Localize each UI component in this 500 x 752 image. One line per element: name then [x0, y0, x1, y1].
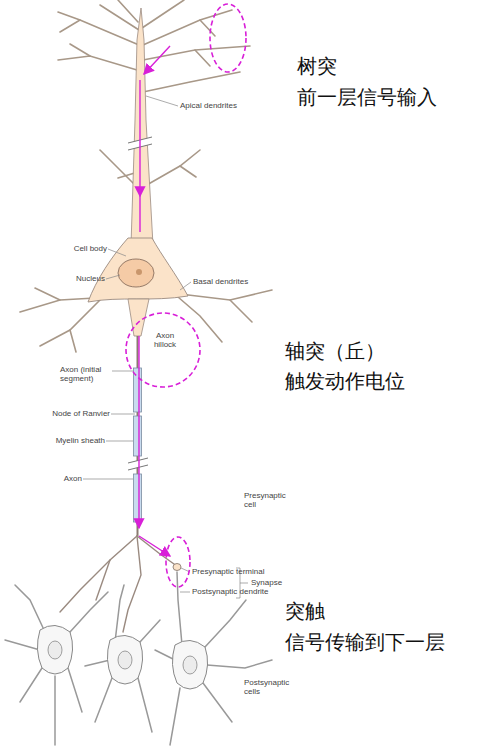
postsynaptic-nucleus: [48, 641, 197, 674]
apical-dendrite-branches: [58, 0, 250, 190]
part-label: Presynaptic cell: [244, 491, 292, 509]
part-label: Apical dendrites: [180, 101, 237, 110]
myelin-segments: [134, 368, 142, 522]
annotation-text: 前一层信号输入: [297, 86, 437, 109]
nucleolus: [136, 269, 142, 275]
annotation-heading: 轴突（丘）: [285, 340, 385, 363]
signal-arrow: [139, 46, 170, 556]
part-label: Nucleus: [45, 274, 105, 283]
break-mark: [128, 458, 148, 470]
highlight-ellipse: [126, 4, 246, 587]
part-label: Presynaptic terminal: [192, 567, 264, 576]
leader-lines: [83, 96, 248, 598]
part-label: Cell body: [47, 244, 107, 253]
part-label: Myelin sheath: [38, 436, 105, 445]
annotation-text: 信号传输到下一层: [285, 631, 445, 654]
part-label: Synapse: [251, 578, 282, 587]
annotation-heading: 突触: [285, 600, 325, 623]
part-label: Axon: [40, 474, 82, 483]
postsynaptic-cell: [37, 625, 207, 689]
apical-trunk: [131, 8, 153, 245]
part-label: Axon (initial segment): [60, 365, 112, 383]
annotation-text: 触发动作电位: [285, 370, 405, 393]
presynaptic-terminal: [173, 564, 181, 571]
part-label: Postsynaptic dendrite: [192, 587, 269, 596]
nucleus: [118, 259, 154, 287]
postsynaptic-dendrites: [5, 572, 272, 745]
axon-terminals: [60, 536, 174, 632]
part-label: Postsynaptic cells: [244, 678, 296, 696]
annotation-heading: 树突: [297, 55, 337, 78]
part-label: Node of Ranvier: [38, 409, 110, 418]
part-label: Basal dendrites: [193, 277, 248, 286]
part-label: Axon hillock: [149, 331, 181, 349]
